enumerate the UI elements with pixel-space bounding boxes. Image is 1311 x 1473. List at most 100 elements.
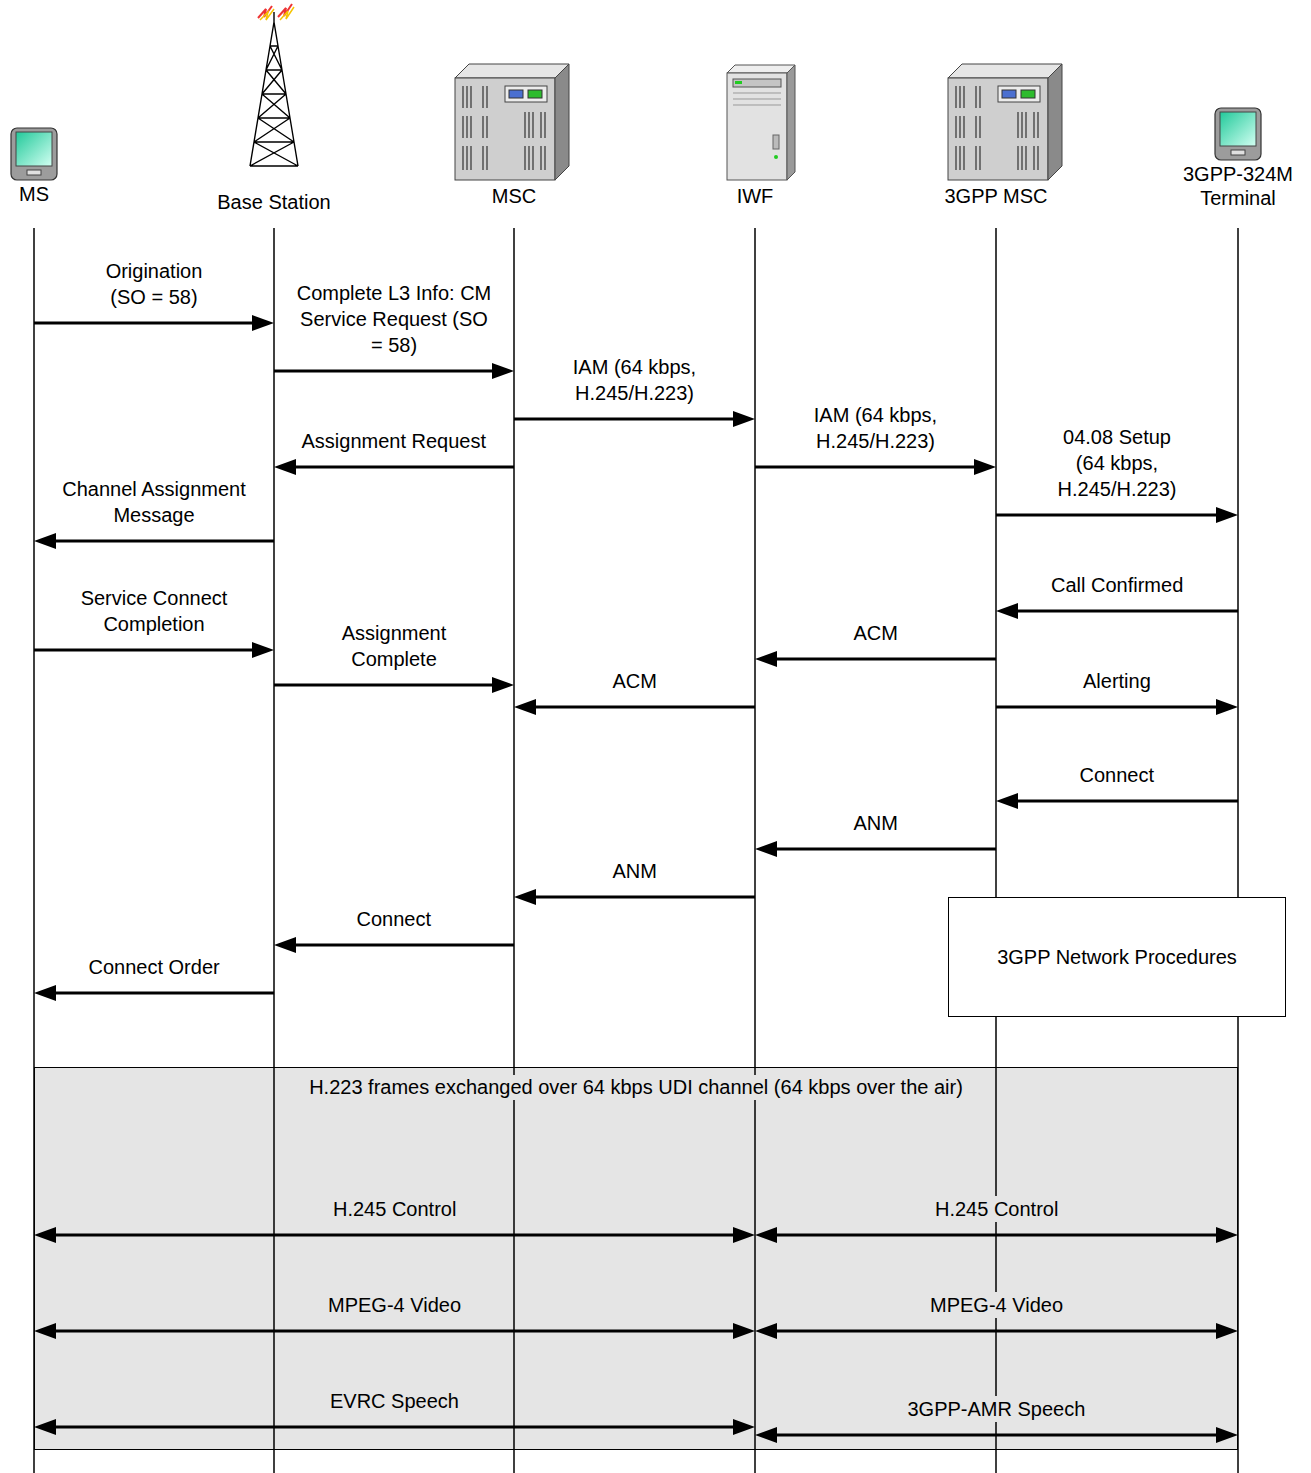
arrow-head [34,533,56,549]
process-box: 3GPP Network Procedures [948,897,1286,1017]
participant-node: Base Station [194,2,354,214]
participant-node: 3GPP-324M Terminal [1178,106,1298,210]
arrow-line [514,418,735,421]
message-arrow [755,841,996,857]
message-arrow [274,937,514,953]
participant-node: IWF [700,65,810,208]
participant-label: MSC [492,184,536,208]
arrow-line [755,466,976,469]
message-label: Complete L3 Info: CM Service Request (SO… [289,280,500,358]
message-label: IAM (64 kbps, H.245/H.223) [810,402,941,454]
message-arrow [755,651,996,667]
arrow-line [294,466,514,469]
arrow-head [1216,507,1238,523]
participant-label: IWF [737,184,774,208]
message-label: Service Connect Completion [51,585,257,637]
message-arrow [514,411,755,427]
message-label: Connect [354,906,435,932]
message-label: ANM [851,810,901,836]
arrow-line [996,706,1218,709]
participant-label: MS [19,182,49,206]
arrow-line [775,658,996,661]
participant-node: MS [2,128,66,206]
message-arrow [34,642,274,658]
arrow-line [274,684,494,687]
message-label: Connect [1077,762,1158,788]
arrow-line [54,992,274,995]
arrow-head [996,793,1018,809]
arrow-head [514,889,536,905]
arrow-line [54,540,274,543]
arrow-head [252,642,274,658]
arrow-line [775,848,996,851]
arrow-head [1216,699,1238,715]
message-arrow [996,603,1238,619]
arrow-line [534,896,755,899]
participant-label: 3GPP-324M Terminal [1178,162,1298,210]
arrow-line [775,1330,1218,1333]
arrow-line [294,944,514,947]
message-arrow [514,889,755,905]
message-label: Alerting [1080,668,1154,694]
arrow-head [274,937,296,953]
message-label: IAM (64 kbps, H.245/H.223) [569,354,700,406]
message-label: 04.08 Setup (64 kbps, H.245/H.223) [1052,424,1183,502]
message-arrow [996,507,1238,523]
message-arrow [996,699,1238,715]
arrow-line [274,370,494,373]
message-label: Call Confirmed [1048,572,1186,598]
iwf-computer-icon [727,65,795,180]
arrow-head [274,459,296,475]
lifelines [34,228,1238,1473]
message-label: Connect Order [86,954,223,980]
message-arrow [34,315,274,331]
arrow-line [534,706,755,709]
message-label: EVRC Speech [327,1388,462,1414]
arrow-head [34,985,56,1001]
arrow-line [54,1234,735,1237]
message-label: H.245 Control [330,1196,459,1222]
message-arrow [514,699,755,715]
arrow-head [492,677,514,693]
participant-node: MSC [449,62,579,208]
message-arrow [274,677,514,693]
message-label: ACM [851,620,901,646]
tower-icon [250,4,298,166]
arrow-line [1016,610,1238,613]
arrow-line [775,1234,1218,1237]
message-arrow [34,985,274,1001]
message-label: Assignment Request [299,428,490,454]
message-arrow [274,363,514,379]
arrow-head [755,651,777,667]
arrow-line [54,1330,735,1333]
participant-node: 3GPP MSC [931,62,1061,208]
arrow-head [733,411,755,427]
arrow-head [514,699,536,715]
arrow-line [34,322,254,325]
arrow-head [252,315,274,331]
message-label: ANM [610,858,660,884]
arrow-head [974,459,996,475]
arrow-head [996,603,1018,619]
band-caption: H.223 frames exchanged over 64 kbps UDI … [303,1075,969,1100]
arrow-line [54,1426,735,1429]
message-arrow [274,459,514,475]
message-label: Assignment Complete [316,620,472,672]
participant-label: Base Station [217,190,330,214]
box-label: 3GPP Network Procedures [997,945,1237,970]
message-label: MPEG-4 Video [325,1292,464,1318]
message-label: H.245 Control [932,1196,1061,1222]
message-label: ACM [610,668,660,694]
channel-band: H.223 frames exchanged over 64 kbps UDI … [34,1067,1238,1450]
message-label: Origination (SO = 58) [95,258,213,310]
participant-label: 3GPP MSC [945,184,1048,208]
arrow-head [492,363,514,379]
arrow-line [775,1434,1218,1437]
message-label: 3GPP-AMR Speech [905,1396,1089,1422]
message-arrow [34,533,274,549]
message-label: Channel Assignment Message [51,476,257,528]
arrow-line [34,649,254,652]
